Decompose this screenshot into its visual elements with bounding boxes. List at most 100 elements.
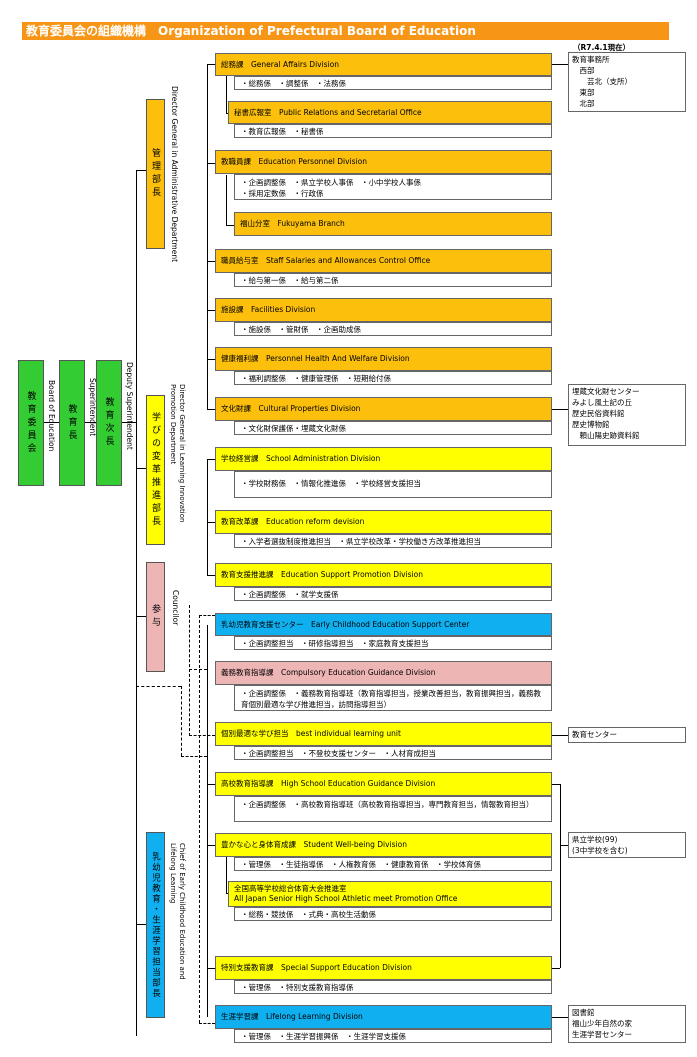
- early-childhood-support-center[interactable]: 乳幼児教育支援センター Early Childhood Education Su…: [215, 613, 552, 636]
- staff-salaries-office[interactable]: 職員給与室 Staff Salaries and Allowances Cont…: [215, 249, 552, 273]
- as-of-date: （R7.4.1現在）: [573, 43, 631, 52]
- compulsory-education-division[interactable]: 義務教育指導課 Compulsory Education Guidance Di…: [215, 661, 552, 685]
- connector: [226, 893, 228, 894]
- division-label: 豊かな心と身体育成課 Student Well-being Division: [221, 840, 407, 850]
- connector: [207, 163, 215, 164]
- division-label: 教育支援推進課 Education Support Promotion Divi…: [221, 570, 424, 580]
- connector: [207, 575, 215, 576]
- admin-dept-label: 管理部長: [150, 148, 160, 200]
- health-welfare-division[interactable]: 健康福利課 Personnel Health And Welfare Divis…: [215, 347, 552, 371]
- connector: [136, 924, 146, 925]
- connector: [136, 170, 146, 171]
- cultural-properties-division[interactable]: 文化財課 Cultural Properties Division: [215, 397, 552, 421]
- school-administration-division[interactable]: 学校経営課 School Administration Division: [215, 447, 552, 471]
- education-reform-sections: ・入学者選抜制度推進担当 ・県立学校改革・学校働き方改革推進担当: [234, 534, 552, 548]
- connector: [552, 409, 568, 410]
- lifelong-item: 生涯学習センター: [572, 1030, 632, 1039]
- individual-learning-unit[interactable]: 個別最適な学び担当 best individual learning unit: [215, 722, 552, 746]
- school-administration-sections: ・学校財務係 ・情報化推進係 ・学校経営支援担当: [234, 471, 552, 498]
- councilor-box: 参与: [146, 562, 165, 672]
- lifelong-item: 福山少年自然の家: [572, 1019, 632, 1028]
- general-affairs-sections: ・総務係 ・調整係 ・法務係: [234, 76, 552, 90]
- board-en-label: Board of Education: [47, 380, 56, 452]
- learning-dept-label: 学びの変革推進部長: [150, 411, 160, 529]
- special-support-sections: ・管理係 ・特別支援教育指導係: [234, 980, 552, 994]
- connector: [136, 616, 146, 617]
- superintendent-en-label: Superintendent: [88, 378, 97, 437]
- early-childhood-dept-box: 乳幼児教育・生涯学習担当部長: [146, 832, 165, 1018]
- councilor-label: 参与: [150, 604, 160, 630]
- facilities-division[interactable]: 施設課 Facilities Division: [215, 298, 552, 322]
- schools-item: (3中学校を含む): [572, 846, 628, 855]
- learning-branch-line: [207, 459, 208, 575]
- division-label: 特別支援教育課 Special Support Education Divisi…: [221, 963, 412, 973]
- individual-learning-sections: ・企画調整担当 ・不登校支援センター ・人材育成担当: [234, 746, 552, 760]
- connector: [552, 968, 560, 969]
- connector: [552, 1017, 568, 1018]
- culture-item: 頼山陽史跡資料館: [572, 431, 640, 440]
- councilor-en-label: Councilor: [171, 590, 180, 626]
- connector: [207, 310, 215, 311]
- division-label: 福山分室 Fukuyama Branch: [240, 219, 345, 229]
- division-label: 施設課 Facilities Division: [221, 305, 316, 315]
- division-label: 職員給与室 Staff Salaries and Allowances Cont…: [221, 256, 431, 266]
- division-label: 教育改革課 Education reform devision: [221, 517, 365, 527]
- deputy-label: 教育次長: [103, 397, 114, 449]
- fukuyama-branch[interactable]: 福山分室 Fukuyama Branch: [234, 212, 552, 236]
- connector: [226, 857, 227, 893]
- staff-salaries-sections: ・給与第一係 ・給与第二係: [234, 273, 552, 287]
- health-welfare-sections: ・福利調整係 ・健康管理係 ・短期給付係: [234, 371, 552, 385]
- connector: [207, 459, 215, 460]
- early-branch-line: [207, 625, 208, 1017]
- connector: [85, 422, 96, 423]
- connector: [207, 784, 215, 785]
- compulsory-education-sections: ・企画調整係 ・義務教育指導班（教育指導担当，授業改善担当，教育振興担当，義務教…: [234, 685, 552, 711]
- schools-item: 県立学校(99): [572, 835, 618, 844]
- connector: [207, 261, 215, 262]
- special-support-division[interactable]: 特別支援教育課 Special Support Education Divisi…: [215, 956, 552, 980]
- lifelong-learning-sections: ・管理係 ・生涯学習振興係 ・生涯学習支援係: [234, 1029, 552, 1043]
- pr-secretarial-sections: ・教育広報係 ・秘書係: [234, 124, 552, 138]
- education-reform-division[interactable]: 教育改革課 Education reform devision: [215, 510, 552, 534]
- facilities-sections: ・施設係 ・管財係 ・企画助成係: [234, 322, 552, 336]
- education-personnel-division[interactable]: 教職員課 Education Personnel Division: [215, 150, 552, 174]
- connector: [207, 409, 215, 410]
- dashed-line: [189, 669, 207, 670]
- division-label: 義務教育指導課 Compulsory Education Guidance Di…: [221, 668, 436, 678]
- connector: [226, 225, 234, 226]
- student-wellbeing-division[interactable]: 豊かな心と身体育成課 Student Well-being Division: [215, 833, 552, 857]
- athletic-meet-promotion-office[interactable]: 全国高等学校総合体育大会推進室 All Japan Senior High Sc…: [228, 881, 552, 907]
- connector: [552, 64, 568, 65]
- connector: [207, 359, 215, 360]
- deputy-superintendent-box: 教育次長: [96, 360, 122, 486]
- connector: [560, 845, 568, 846]
- education-center: 教育センター: [568, 727, 686, 743]
- connector: [122, 422, 136, 423]
- general-affairs-division[interactable]: 総務課 General Affairs Division: [215, 53, 552, 76]
- division-label: 全国高等学校総合体育大会推進室 All Japan Senior High Sc…: [234, 884, 458, 903]
- division-label: 総務課 General Affairs Division: [221, 59, 340, 69]
- culture-item: みよし風土記の丘: [572, 398, 632, 407]
- connector: [207, 845, 215, 846]
- edu-center-label: 教育センター: [572, 730, 617, 739]
- early-childhood-sections: ・企画調整担当 ・研修指導担当 ・家庭教育支援担当: [234, 636, 552, 650]
- office-item: 東部: [572, 88, 595, 97]
- office-item: 芸北（支所）: [572, 77, 632, 86]
- connector: [552, 784, 560, 785]
- learning-dept-box: 学びの変革推進部長: [146, 395, 165, 545]
- trunk-line: [136, 170, 137, 1036]
- admin-dept-en-label: Director General in Administrative Depar…: [170, 86, 179, 263]
- lifelong-learning-division[interactable]: 生涯学習課 Lifelong Learning Division: [215, 1005, 552, 1029]
- office-item: 西部: [572, 66, 595, 75]
- culture-item: 埋蔵文化財センター: [572, 387, 640, 396]
- dashed-line: [199, 615, 215, 616]
- education-support-promotion-division[interactable]: 教育支援推進課 Education Support Promotion Divi…: [215, 563, 552, 587]
- page-title: 教育委員会の組織機構 Organization of Prefectural B…: [22, 22, 669, 40]
- division-label: 文化財課 Cultural Properties Division: [221, 404, 361, 414]
- lifelong-item: 図書館: [572, 1008, 595, 1017]
- pr-secretarial-office[interactable]: 秘書広報室 Public Relations and Secretarial O…: [228, 101, 552, 124]
- early-childhood-dept-en-label: Chief of Early Childhood Education and L…: [169, 843, 186, 980]
- high-school-guidance-division[interactable]: 高校教育指導課 High School Education Guidance D…: [215, 772, 552, 796]
- division-label: 学校経営課 School Administration Division: [221, 454, 381, 464]
- division-label: 個別最適な学び担当 best individual learning unit: [221, 729, 401, 739]
